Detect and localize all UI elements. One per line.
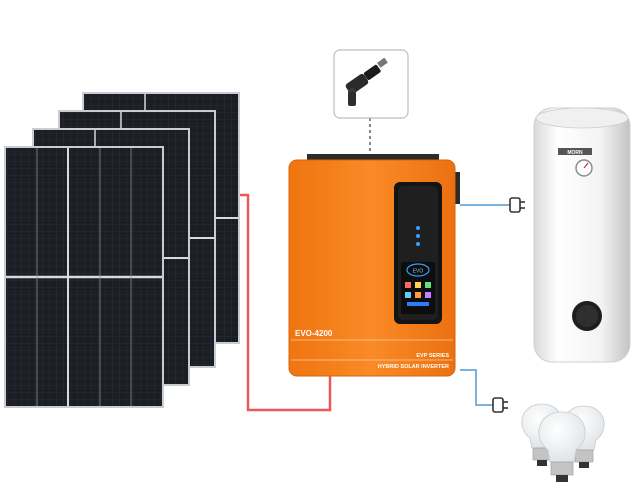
light-bulb-icon	[538, 411, 586, 482]
screen-logo: EVO	[413, 269, 424, 275]
electric-water-heater: MORN	[533, 107, 631, 363]
power-plug-icon	[492, 397, 508, 413]
wifi-dongle-box	[333, 49, 409, 119]
water-heater-brand-label: MORN	[567, 150, 583, 156]
temperature-gauge-icon	[575, 159, 593, 177]
inverter-control-panel: EVO	[394, 182, 442, 324]
power-plug-icon	[509, 197, 525, 213]
status-led-icon	[416, 234, 420, 238]
ac-connection-lines	[460, 204, 512, 406]
status-led-icon	[416, 226, 420, 230]
solar-panel-1	[4, 146, 164, 408]
inverter-series-label: EVP SERIES	[416, 353, 449, 359]
display-screen: EVO	[401, 262, 435, 314]
hybrid-solar-inverter: EVO EVO-4200 EVP SERIES HYBRID SOLAR INV…	[288, 154, 460, 377]
solar-panel-array	[4, 92, 240, 408]
inverter-model-label: EVO-4200	[295, 329, 333, 338]
usb-wifi-dongle-icon	[345, 57, 388, 106]
status-led-icon	[416, 242, 420, 246]
inverter-product-label: HYBRID SOLAR INVERTER	[378, 364, 449, 370]
